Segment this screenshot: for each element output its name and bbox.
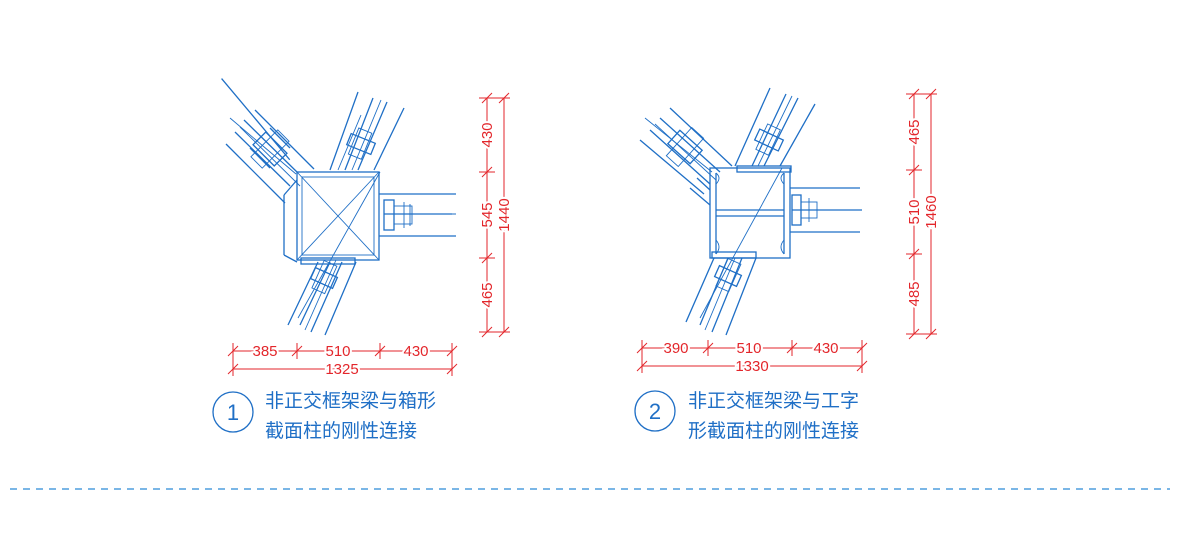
detail-1-caption-line-1: 非正交框架梁与箱形	[265, 390, 436, 412]
detail-1-dim-total: 1325	[325, 361, 358, 378]
detail-1-dim-left: 385	[252, 343, 277, 360]
detail-2-dim-bottom: 485	[906, 281, 923, 306]
detail-2-dim-left: 390	[663, 340, 688, 357]
detail-2-dim-right: 430	[813, 340, 838, 357]
detail-2-dim-total: 1330	[735, 358, 768, 375]
detail-1: 385 510 430 1325 430 545 465 1440 1	[212, 78, 515, 442]
detail-2-vertical-dimensions: 465 510 485 1460	[904, 88, 942, 340]
detail-2-dim-vtotal: 1460	[923, 195, 940, 228]
detail-2-label: 2 非正交框架梁与工字 形截面柱的刚性连接	[634, 390, 859, 442]
detail-1-dim-mid: 545	[479, 202, 496, 227]
detail-2-number-bubble	[634, 390, 676, 432]
detail-2-caption-line-1: 非正交框架梁与工字	[688, 390, 859, 412]
detail-1-dim-right: 430	[403, 343, 428, 360]
detail-2-horizontal-dimensions: 390 510 430 1330	[636, 338, 868, 377]
detail-2-dim-mid: 510	[906, 199, 923, 224]
detail-1-dim-vtotal: 1440	[496, 198, 513, 231]
detail-1-number-bubble	[212, 391, 254, 433]
detail-1-vertical-dimensions: 430 545 465 1440	[477, 92, 515, 338]
detail-2-dim-middle: 510	[736, 340, 761, 357]
detail-2-number: 2	[649, 399, 661, 424]
detail-1-dim-bottom: 465	[479, 282, 496, 307]
detail-1-caption-line-2: 截面柱的刚性连接	[265, 420, 417, 442]
detail-1-number: 1	[227, 400, 239, 425]
detail-2-dim-top: 465	[906, 119, 923, 144]
detail-1-dim-middle: 510	[325, 343, 350, 360]
detail-1-horizontal-dimensions: 385 510 430 1325	[227, 341, 458, 380]
detail-2-caption-line-2: 形截面柱的刚性连接	[688, 420, 859, 442]
detail-1-dim-top: 430	[479, 122, 496, 147]
detail-1-label: 1 非正交框架梁与箱形 截面柱的刚性连接	[212, 390, 436, 442]
detail-1-steel-drawing	[221, 78, 456, 336]
detail-2: 390 510 430 1330 465 510 485 1460 2	[634, 87, 942, 442]
detail-2-steel-drawing	[639, 87, 862, 336]
